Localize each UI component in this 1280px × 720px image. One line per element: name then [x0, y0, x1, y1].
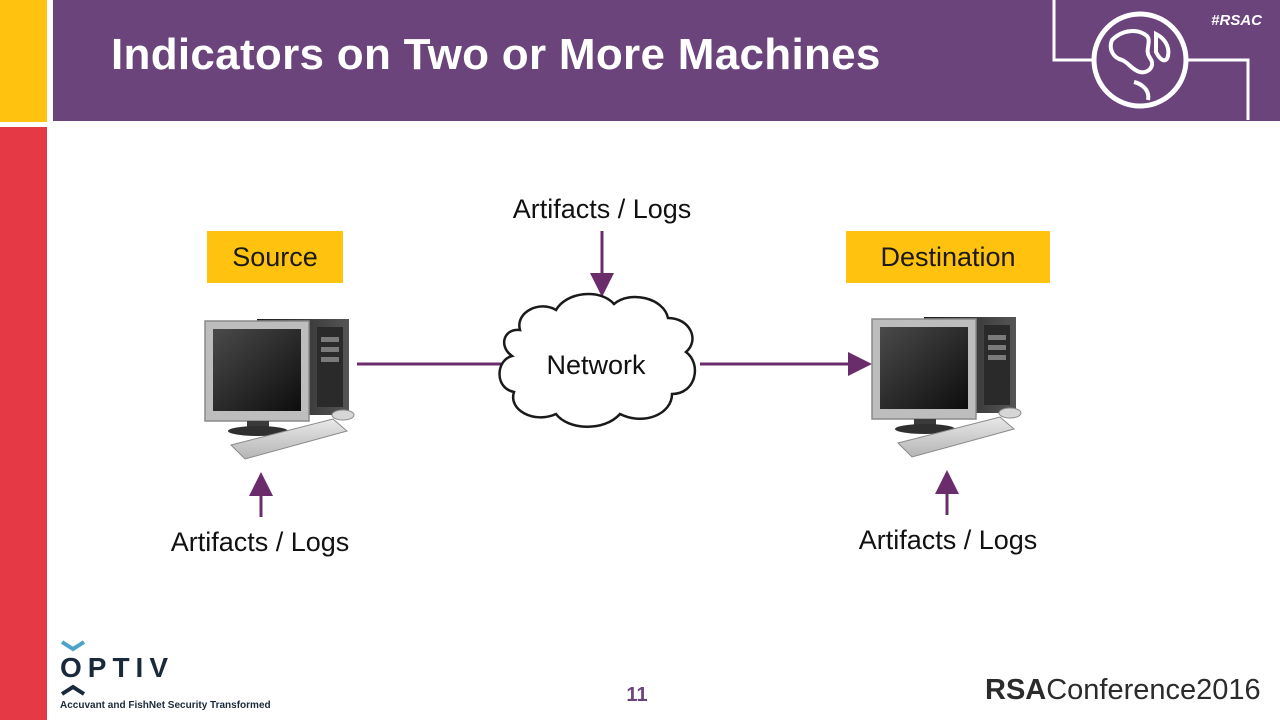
rsac-hashtag: #RSAC: [1211, 12, 1262, 29]
network-artifacts-label: Artifacts / Logs: [512, 194, 692, 224]
rsa-brand-text: RSA: [985, 674, 1047, 706]
network-cloud: [498, 292, 697, 428]
source-label-box: Source: [207, 231, 343, 283]
globe-icon: [1052, 0, 1250, 120]
network-label: Network: [546, 350, 646, 380]
accent-bar-yellow: [0, 0, 47, 122]
slide-title: Indicators on Two or More Machines: [111, 30, 881, 79]
optiv-wordmark: OPTIV: [60, 652, 175, 683]
rsa-event-text: Conference2016: [1046, 674, 1261, 706]
source-artifacts-label: Artifacts / Logs: [170, 527, 350, 557]
accent-bar-red: [0, 127, 47, 720]
source-computer-icon: [204, 319, 355, 460]
page-number: 11: [626, 684, 648, 706]
destination-computer-icon: [871, 317, 1022, 458]
destination-artifacts-label: Artifacts / Logs: [858, 525, 1038, 555]
rsa-conference-logo: RSAConference2016: [985, 674, 1261, 707]
optiv-logo-icon: [60, 640, 86, 696]
optiv-tagline: Accuvant and FishNet Security Transforme…: [60, 700, 271, 711]
destination-label-box: Destination: [846, 231, 1050, 283]
